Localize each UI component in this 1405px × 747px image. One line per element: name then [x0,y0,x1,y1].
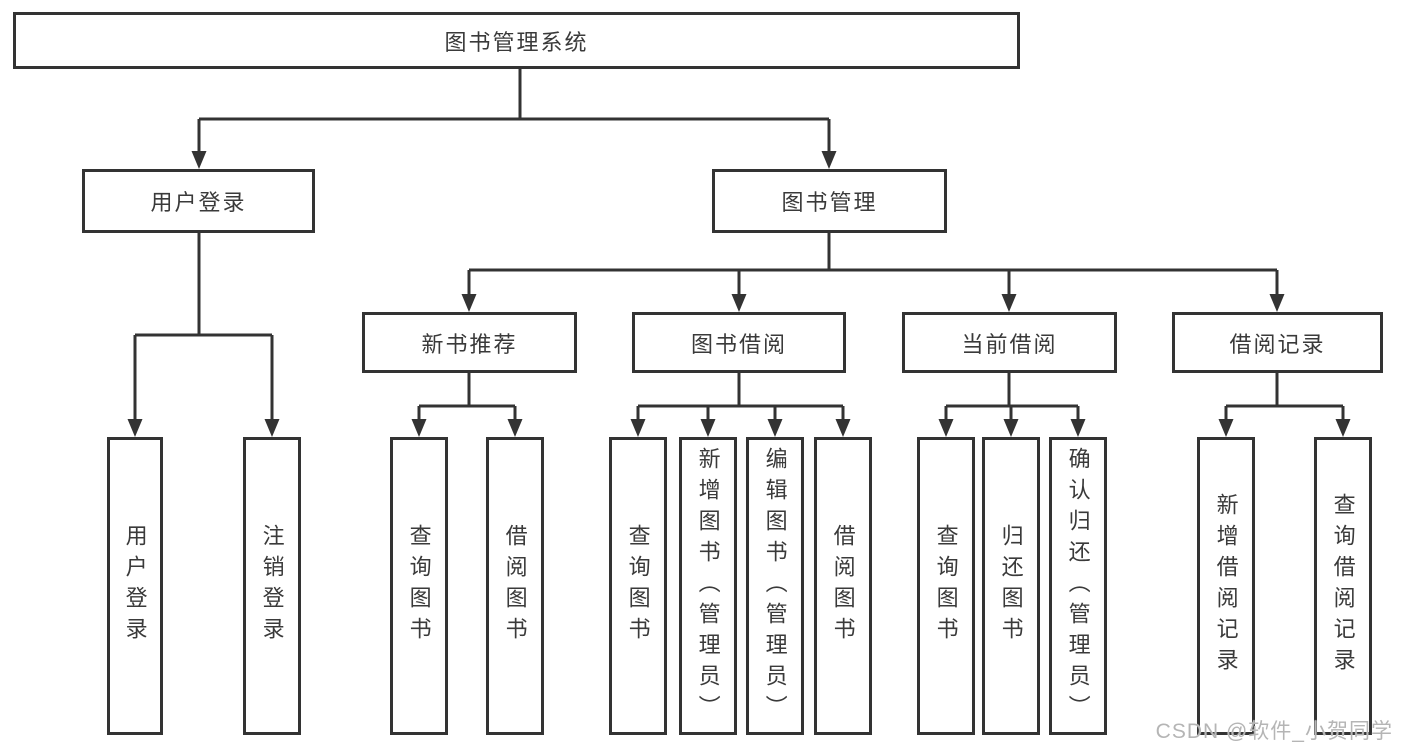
leaf-bb-borrow-books: 借阅图书 [814,437,872,735]
leaf-logout-label: 注销登录 [259,524,285,648]
leaf-cb-query-books-label: 查询图书 [933,524,959,648]
leaf-rec-borrow-books-label: 借阅图书 [502,524,528,648]
leaf-br-add-record: 新增借阅记录 [1197,437,1255,735]
node-current-borrowing: 当前借阅 [902,312,1117,373]
leaf-cb-return-books: 归还图书 [982,437,1040,735]
node-current-borrowing-label: 当前借阅 [961,331,1058,357]
leaf-br-add-record-label: 新增借阅记录 [1213,493,1239,679]
leaf-rec-query-books-label: 查询图书 [406,524,432,648]
node-book-management-label: 图书管理 [781,190,878,215]
leaf-cb-confirm-return-admin: 确认归还（管理员） [1049,437,1107,735]
node-root-label: 图书管理系统 [444,29,589,55]
node-borrowing-records: 借阅记录 [1172,312,1383,373]
node-root: 图书管理系统 [13,12,1020,69]
node-user-login: 用户登录 [82,169,315,233]
leaf-bb-edit-books-admin-label: 编辑图书（管理员） [762,446,788,726]
leaf-cb-confirm-return-admin-label: 确认归还（管理员） [1065,446,1091,726]
leaf-br-query-record-label: 查询借阅记录 [1330,493,1356,679]
leaf-bb-edit-books-admin: 编辑图书（管理员） [746,437,804,735]
leaf-logout: 注销登录 [243,437,301,735]
leaf-bb-add-books-admin: 新增图书（管理员） [679,437,737,735]
node-new-book-recommend-label: 新书推荐 [421,331,518,357]
node-new-book-recommend: 新书推荐 [362,312,577,373]
leaf-bb-borrow-books-label: 借阅图书 [830,524,856,648]
leaf-cb-return-books-label: 归还图书 [998,524,1024,648]
leaf-br-query-record: 查询借阅记录 [1314,437,1372,735]
node-user-login-label: 用户登录 [150,190,247,215]
node-borrowing-records-label: 借阅记录 [1229,331,1326,357]
leaf-cb-query-books: 查询图书 [917,437,975,735]
leaf-bb-query-books: 查询图书 [609,437,667,735]
leaf-bb-query-books-label: 查询图书 [625,524,651,648]
leaf-bb-add-books-admin-label: 新增图书（管理员） [695,446,721,726]
watermark: CSDN @软件_小贺同学 [1155,720,1393,743]
leaf-rec-query-books: 查询图书 [390,437,448,735]
leaf-user-login-label: 用户登录 [122,524,148,648]
node-book-management: 图书管理 [712,169,947,233]
leaf-rec-borrow-books: 借阅图书 [486,437,544,735]
leaf-user-login: 用户登录 [107,437,163,735]
node-book-borrowing-label: 图书借阅 [690,331,787,357]
node-book-borrowing: 图书借阅 [632,312,846,373]
